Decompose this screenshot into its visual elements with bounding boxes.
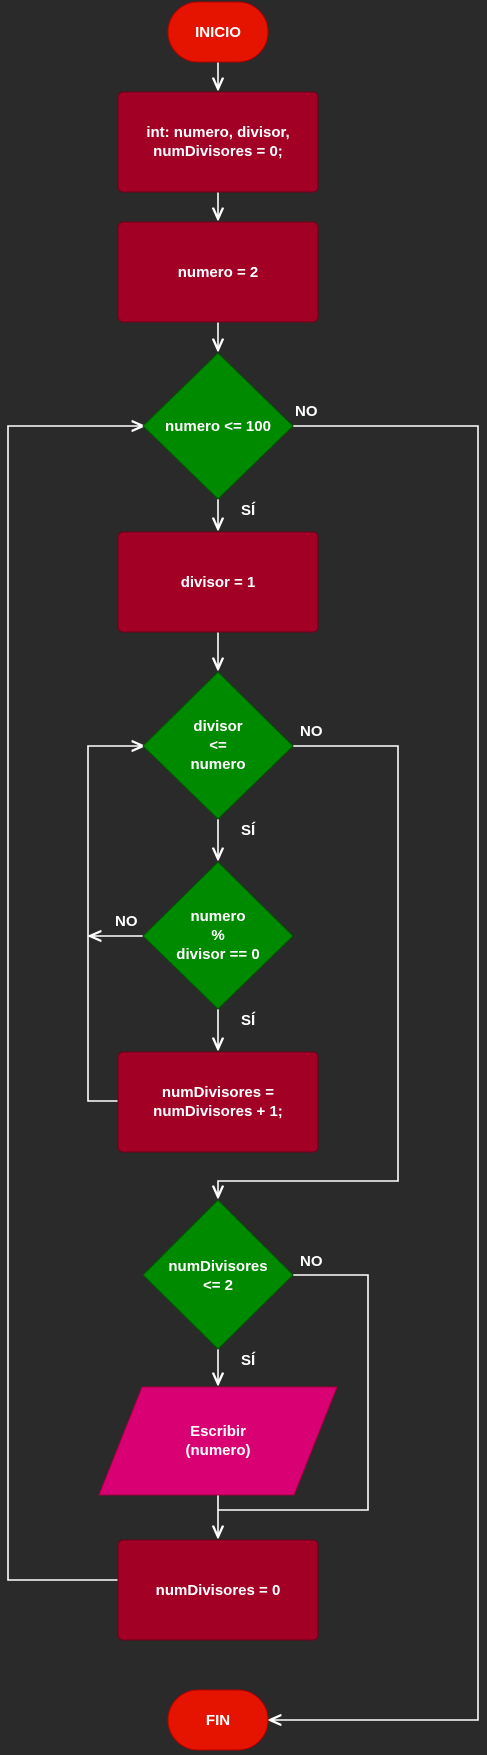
escribir-io[interactable]: Escribir (numero) — [98, 1386, 338, 1496]
edge-cond-primo-no — [218, 1274, 369, 1511]
declare-process[interactable]: int: numero, divisor, numDivisores = 0; — [117, 91, 319, 193]
cond-primo-shape — [142, 1199, 294, 1350]
declare-label-line-1: int: numero, divisor, — [146, 124, 289, 141]
increment-label-line-1: numDivisores = — [162, 1084, 274, 1101]
edge-labels: SÍ NO SÍ NO SÍ NO SÍ NO — [115, 403, 323, 1369]
start-terminal[interactable]: INICIO — [167, 1, 269, 63]
end-shape — [167, 1689, 269, 1751]
reset-shape — [117, 1539, 319, 1641]
label-yes-cond-numero: SÍ — [241, 502, 256, 519]
declare-shape — [117, 91, 319, 193]
reset-label: numDivisores = 0 — [156, 1582, 281, 1599]
label-no-cond-divisor: NO — [300, 723, 323, 740]
cond-divisor-shape — [142, 671, 294, 820]
nodes: INICIO int: numero, divisor, numDivisore… — [98, 1, 338, 1751]
cond-mod-decision[interactable]: numero % divisor == 0 — [142, 861, 294, 1010]
edge-cond-numero-no — [270, 425, 479, 1720]
edge-increment-loop — [87, 746, 143, 1102]
edges — [7, 62, 479, 1720]
cond-primo-label-line-2: <= 2 — [203, 1277, 233, 1294]
escribir-shape — [98, 1386, 338, 1496]
label-yes-cond-mod: SÍ — [241, 1012, 256, 1029]
start-shape — [167, 1, 269, 63]
cond-mod-label-line-3: divisor == 0 — [176, 946, 259, 963]
cond-primo-label-line-1: numDivisores — [168, 1258, 267, 1275]
init-numero-process[interactable]: numero = 2 — [117, 221, 319, 323]
escribir-label-line-1: Escribir — [190, 1423, 246, 1440]
label-yes-cond-primo: SÍ — [241, 1352, 256, 1369]
cond-divisor-label-line-1: divisor — [193, 718, 242, 735]
label-no-cond-primo: NO — [300, 1253, 323, 1270]
start-label: INICIO — [195, 24, 241, 41]
cond-divisor-label-line-3: numero — [190, 756, 245, 773]
increment-shape — [117, 1051, 319, 1153]
init-numero-label: numero = 2 — [178, 264, 258, 281]
escribir-label-line-2: (numero) — [186, 1442, 251, 1459]
increment-process[interactable]: numDivisores = numDivisores + 1; — [117, 1051, 319, 1153]
init-divisor-label: divisor = 1 — [181, 574, 256, 591]
cond-divisor-label-line-2: <= — [209, 737, 227, 754]
declare-label-line-2: numDivisores = 0; — [153, 143, 283, 160]
init-numero-shape — [117, 221, 319, 323]
end-terminal[interactable]: FIN — [167, 1689, 269, 1751]
label-no-cond-mod: NO — [115, 913, 138, 930]
cond-primo-decision[interactable]: numDivisores <= 2 — [142, 1199, 294, 1350]
edge-cond-divisor-no — [218, 745, 399, 1197]
init-divisor-shape — [117, 531, 319, 633]
cond-numero-decision[interactable]: numero <= 100 — [142, 352, 294, 500]
cond-numero-shape — [142, 352, 294, 500]
cond-mod-shape — [142, 861, 294, 1010]
cond-mod-label-line-1: numero — [190, 908, 245, 925]
cond-divisor-decision[interactable]: divisor <= numero — [142, 671, 294, 820]
increment-label-line-2: numDivisores + 1; — [153, 1103, 283, 1120]
label-no-cond-numero: NO — [295, 403, 318, 420]
label-yes-cond-divisor: SÍ — [241, 822, 256, 839]
end-label: FIN — [206, 1712, 230, 1729]
reset-process[interactable]: numDivisores = 0 — [117, 1539, 319, 1641]
cond-numero-label: numero <= 100 — [165, 418, 271, 435]
init-divisor-process[interactable]: divisor = 1 — [117, 531, 319, 633]
cond-mod-label-line-2: % — [211, 927, 224, 944]
edge-reset-loop — [7, 426, 143, 1581]
